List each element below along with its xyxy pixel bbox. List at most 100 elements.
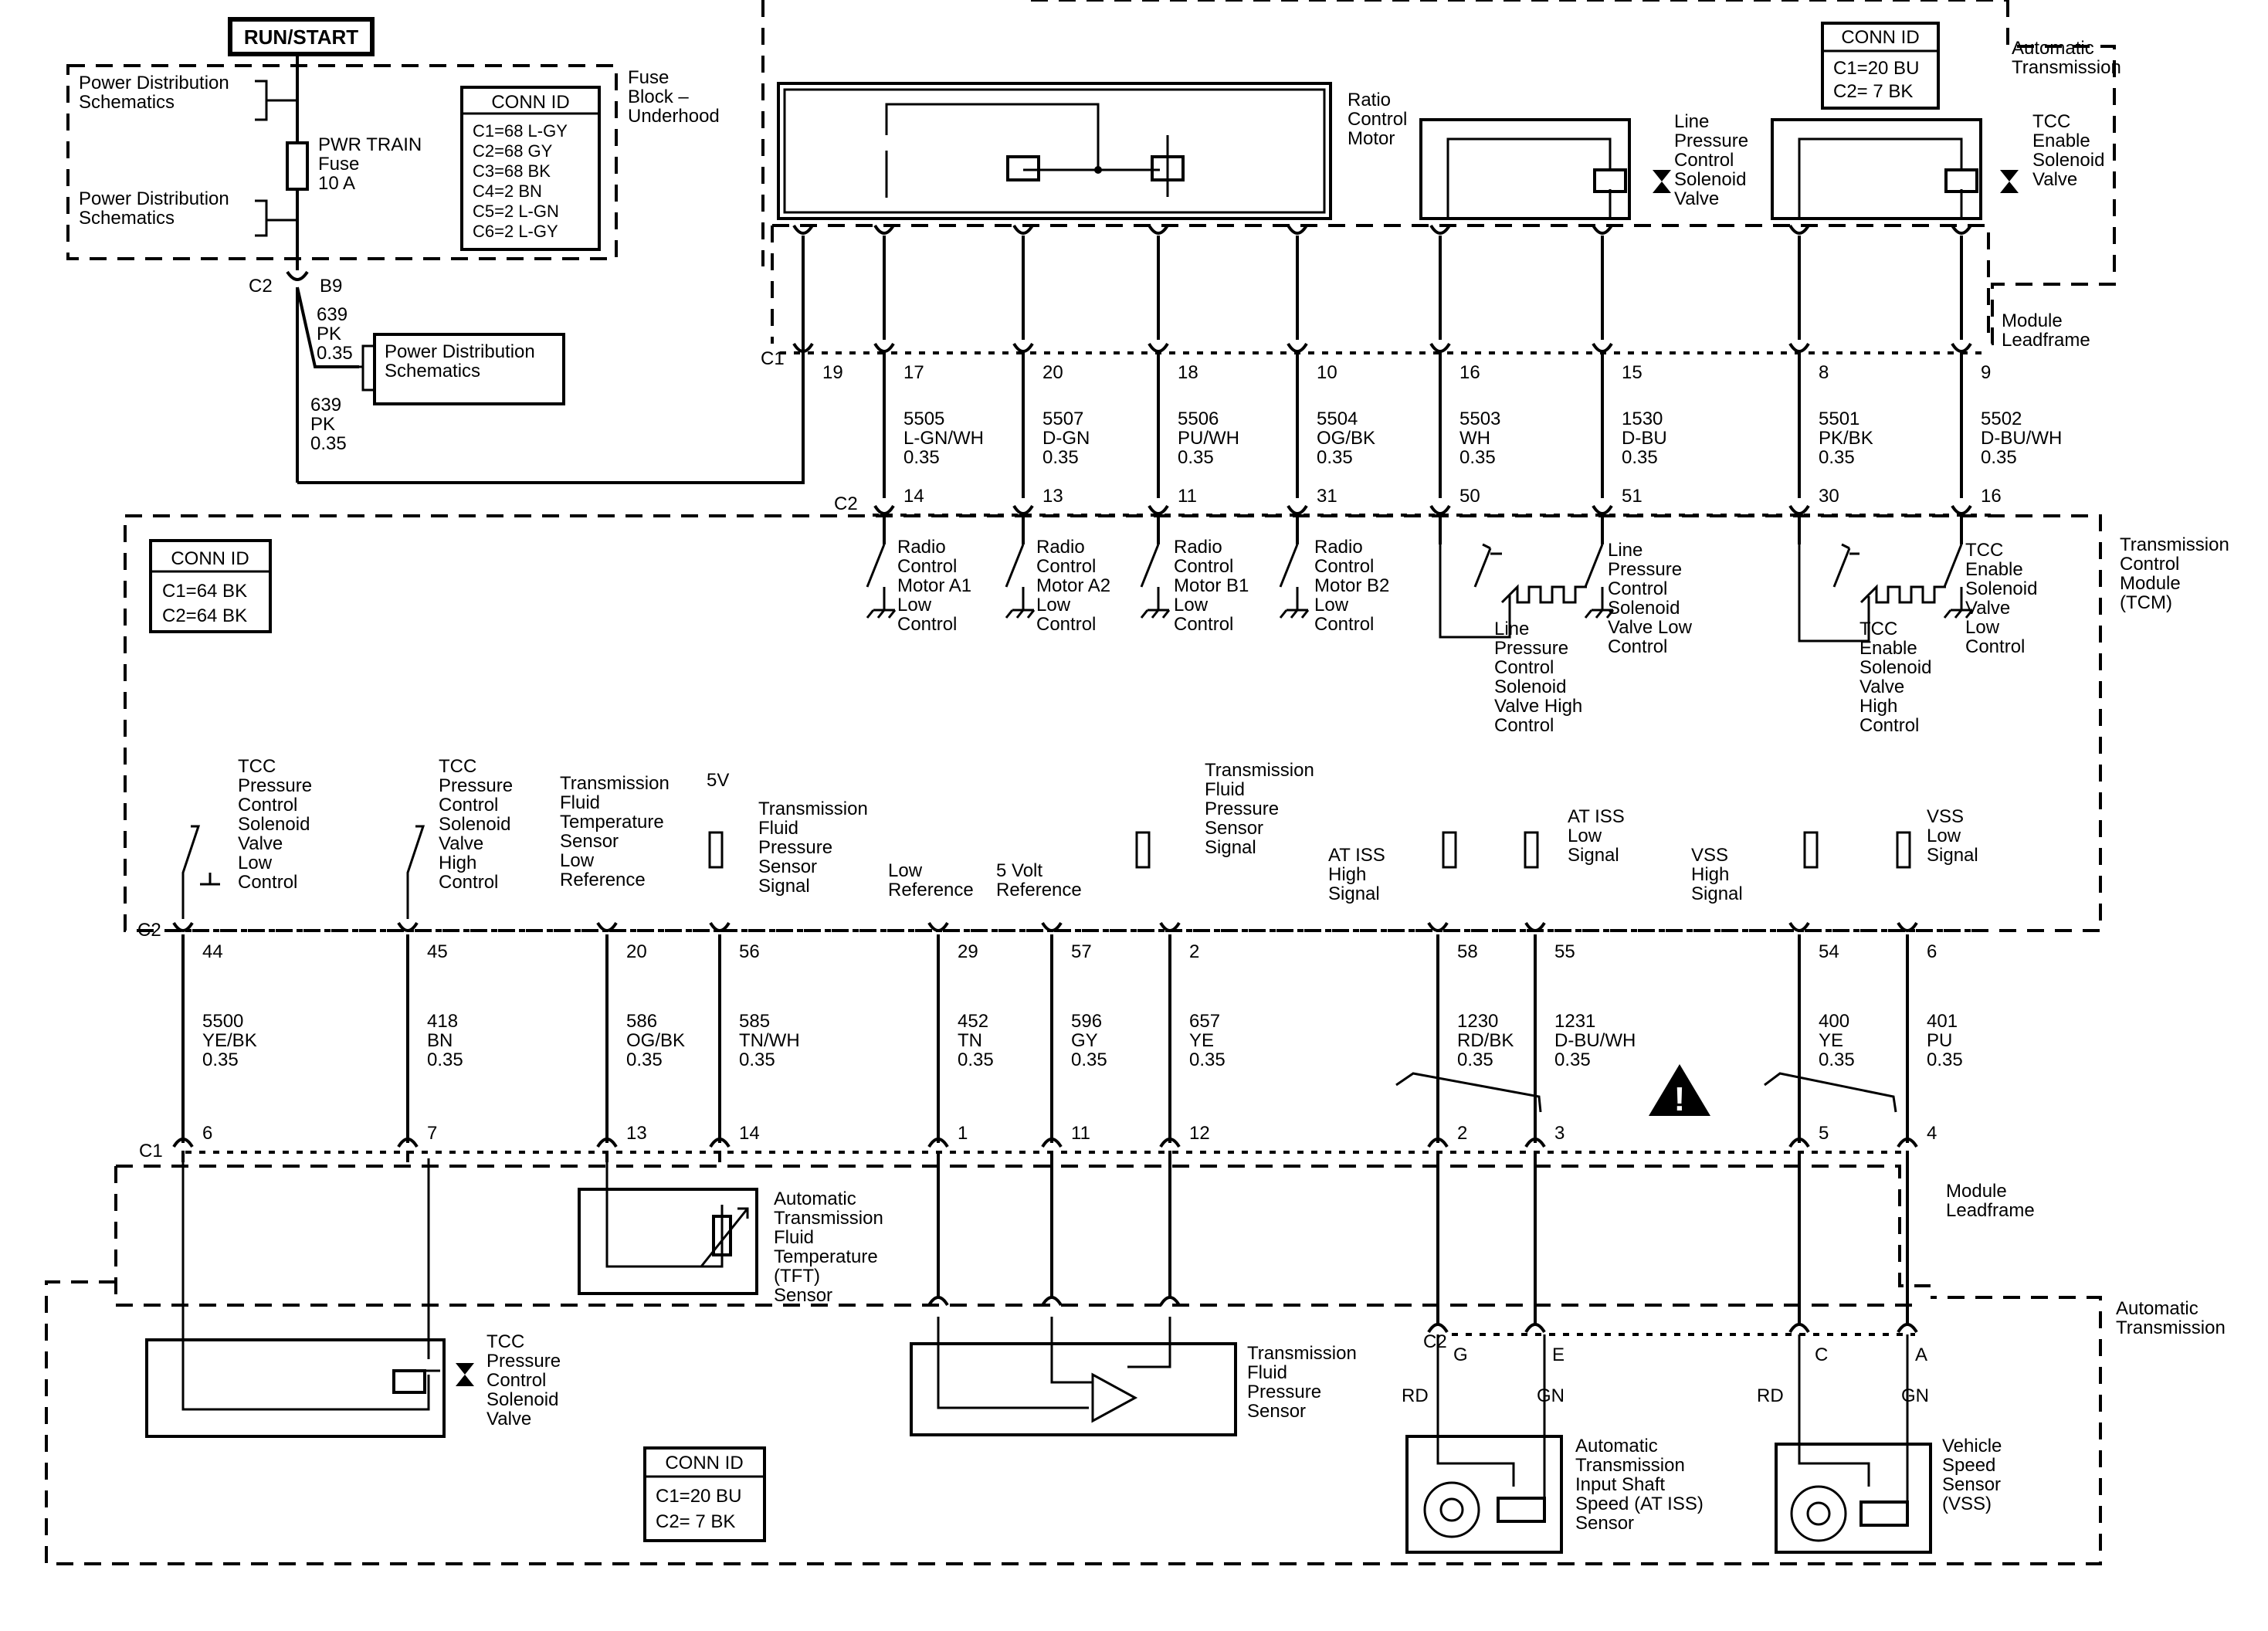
tcm-label: Transmission [758,799,868,819]
wire-gauge: 0.35 [1317,447,1353,468]
conn-row: C2= 7 BK [1833,81,1913,102]
auto-trans-label-1b: Automatic [2116,1298,2199,1319]
pin-number: 17 [903,362,924,383]
c2-label-lower: C2 [137,920,161,941]
pin-g: G [1453,1344,1468,1365]
pwm-icon [1859,584,1946,604]
high-side-driver-icon [1473,543,1492,588]
c2-pin-number: 55 [1554,941,1575,962]
lp-label-5: Valve [1674,188,1719,209]
c2-pin-number: 31 [1317,486,1337,507]
resistor-icon [1896,831,1911,869]
tcm-label: Pressure [238,775,312,796]
wire-color: BN [427,1030,453,1051]
wire-circuit: 1231 [1554,1011,1595,1032]
resistor-icon [1442,831,1457,869]
line-pressure-solenoid-coil [1593,168,1627,193]
component-label: (VSS) [1942,1494,1992,1514]
c2-pin-number: 2 [1189,941,1199,962]
conn-row: C5=2 L-GN [473,202,559,221]
wire-circuit: 586 [626,1011,657,1032]
tcc-label-2: Enable [2032,131,2090,151]
high-side-driver-icon [1832,543,1851,588]
wire-circuit: 1530 [1622,409,1663,429]
tcm-label: Control [238,872,297,893]
tcm-label: Signal [1568,845,1619,866]
pin-number: 10 [1317,362,1337,383]
pds-label-2a: Power Distribution [79,188,229,209]
wire-circuit: 401 [1927,1011,1958,1032]
module-label-1: Module [2002,310,2063,331]
tcm-label: VSS [1691,845,1728,866]
auto-trans-label-2b: Transmission [2116,1317,2226,1338]
wire-gauge: 0.35 [1459,447,1496,468]
tcm-label: Low [560,850,595,871]
tcm-label: Valve High [1494,696,1582,717]
wire-circuit: 585 [739,1011,770,1032]
tcm-label: Control [1036,614,1096,635]
wire-color: PK/BK [1819,428,1873,449]
tcm-label: Control [1859,715,1919,736]
conn-id-title: CONN ID [665,1453,743,1473]
wire-circuit: 5505 [903,409,944,429]
wire-color: PU/WH [1178,428,1239,449]
fuse-block-label-3: Underhood [628,106,720,127]
tcm-label: Valve [1965,598,2010,619]
tcm-label: Low [1314,595,1349,615]
c1-pin-number: 2 [1457,1123,1467,1144]
tcm-label: Control [1314,556,1374,577]
fuse-block-label-1: Fuse [628,67,669,88]
conn-row: C3=68 BK [473,161,551,181]
lp-label-3: Control [1674,150,1734,171]
fuse-icon [286,141,309,191]
wire-color: YE/BK [202,1030,257,1051]
wire-gauge: 0.35 [1457,1049,1493,1070]
conn-id-tcm: CONN ID C1=64 BK C2=64 BK [149,539,272,633]
tcm-label: Low [1965,617,2000,638]
wire-gauge: 0.35 [427,1049,463,1070]
resistor-icon [1803,831,1819,869]
wire-gn-2: GN [1901,1385,1929,1406]
tcm-label: Pressure [758,837,832,858]
c2-pin-number: 58 [1457,941,1478,962]
lp-label-1: Line [1674,111,1709,132]
tcm-label: Control [1494,657,1554,678]
wire-color: D-BU [1622,428,1667,449]
wire-gn-1: GN [1537,1385,1565,1406]
tcm-label: Valve Low [1608,617,1693,638]
c1-pin-number: 13 [626,1123,647,1144]
pwm-icon [1500,584,1587,604]
tcm-label: TCC [439,756,476,777]
module-label-1b: Module [1946,1181,2007,1202]
upper-transmission-section: Ratio Control Motor Line Pressure Contro… [761,0,2121,369]
pin-number: 16 [1459,362,1480,383]
w639-circuit: 639 [317,304,347,325]
tcm-label: High [439,853,476,873]
component-label: Sensor [1247,1401,1306,1422]
tcc-enable-solenoid-coil [1944,168,1978,193]
wire-circuit: 596 [1071,1011,1102,1032]
fuse-label-2: Fuse [318,154,359,175]
tcm-label: VSS [1927,806,1964,827]
conn-id-trans-bottom: CONN ID C1=20 BU C2= 7 BK [643,1446,766,1542]
c1-pin-number: 11 [1071,1123,1090,1144]
wire-color: TN [958,1030,982,1051]
conn-row: C1=68 L-GY [473,121,568,141]
pin-number: 8 [1819,362,1829,383]
tcm-label: Low [1174,595,1209,615]
tcm-label: Radio [1314,537,1363,558]
conn-row: C1=20 BU [656,1486,741,1507]
wire-color: D-GN [1042,428,1090,449]
tcm-label: AT ISS [1568,806,1625,827]
c1-pin-number: 7 [427,1123,437,1144]
tcc-label-1: TCC [2032,111,2070,132]
tcm-label: Fluid [758,818,798,839]
component-label: Temperature [774,1246,878,1267]
tcm-label: TCC [1965,540,2003,561]
